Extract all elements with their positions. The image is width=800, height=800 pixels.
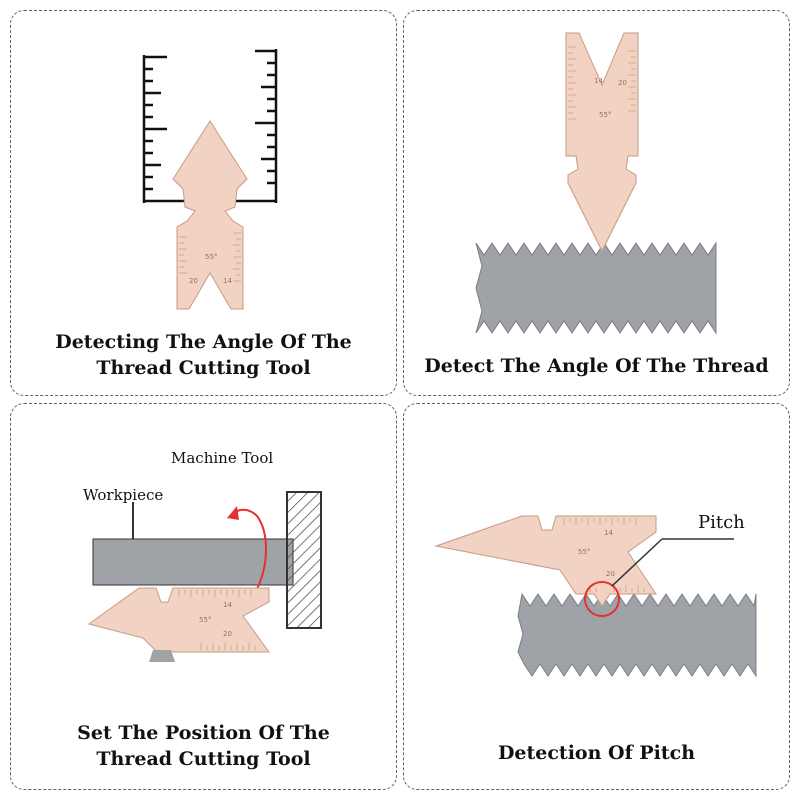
mark-55: 55° — [599, 111, 611, 119]
center-gauge — [434, 515, 657, 607]
workpiece-bar — [92, 538, 294, 586]
ruler-left — [142, 55, 189, 203]
rotation-arrow — [232, 508, 267, 590]
mark-55: 55° — [578, 548, 590, 556]
panel-tool-position: 14 55° 20 Machine Tool Workpiece Set The… — [10, 403, 397, 790]
mark-14: 14 — [604, 529, 613, 537]
mark-14: 14 — [594, 77, 603, 85]
label-workpiece: Workpiece — [83, 486, 163, 504]
thread-angle-diagram: 14 20 55° — [475, 32, 717, 335]
mark-20: 20 — [618, 79, 627, 87]
center-gauge — [565, 32, 639, 253]
threaded-bar — [475, 241, 717, 335]
caption-pitch: Detection Of Pitch — [497, 742, 696, 764]
label-machine-tool: Machine Tool — [171, 449, 273, 467]
gauge-scale — [179, 232, 241, 282]
caption-thread-angle: Detect The Angle Of The Thread — [424, 355, 769, 377]
gauge-scale — [178, 590, 256, 650]
pitch-leader — [611, 538, 663, 587]
tool-angle-diagram: 55° 20 14 — [142, 49, 278, 310]
machine-tool-block — [286, 491, 322, 629]
tool-position-diagram: 14 55° 20 Machine Tool Workpiece — [83, 449, 322, 662]
gauge-scale — [568, 46, 636, 120]
mark-20: 20 — [606, 570, 615, 578]
pitch-diagram: 14 55° 20 Pitch — [434, 512, 757, 678]
caption-tool-position: Set The Position Of The Thread Cutting T… — [77, 722, 330, 770]
label-pitch: Pitch — [698, 512, 745, 533]
mark-20: 20 — [223, 630, 232, 638]
pitch-highlight-circle — [584, 581, 620, 617]
ruler-right — [231, 49, 278, 203]
gauge-scale — [563, 518, 645, 592]
mark-55: 55° — [205, 253, 217, 261]
center-gauge — [87, 587, 270, 653]
panel-pitch: 14 55° 20 Pitch Detection Of Pitch — [403, 403, 790, 790]
caption-tool-angle: Detecting The Angle Of The Thread Cuttin… — [55, 331, 352, 379]
center-gauge — [172, 120, 248, 310]
mark-14: 14 — [223, 601, 232, 609]
tool-holder — [149, 650, 175, 662]
panel-tool-angle: 55° 20 14 Detecting The Angle Of The Thr… — [10, 10, 397, 396]
rotation-arrow-head — [227, 506, 239, 520]
threaded-bar — [517, 592, 757, 678]
mark-55: 55° — [199, 616, 211, 624]
panel-thread-angle: 14 20 55° Detect The Angle Of The Thread — [403, 10, 790, 396]
mark-14: 14 — [223, 277, 232, 285]
mark-20: 20 — [189, 277, 198, 285]
